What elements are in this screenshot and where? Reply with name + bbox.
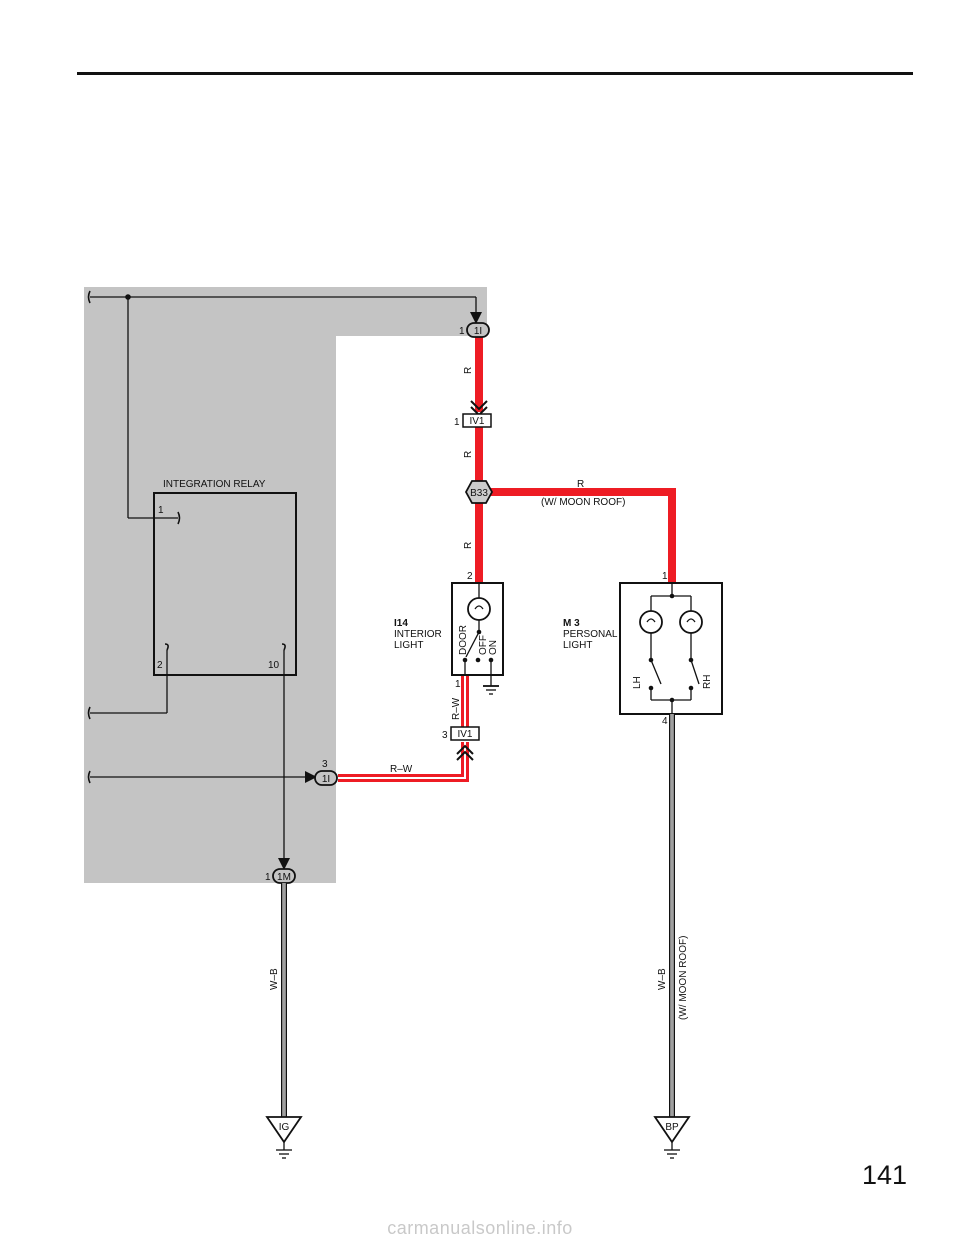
wire-label-rw-horizontal: R–W xyxy=(390,764,413,775)
ground-ig: IG xyxy=(265,1116,303,1159)
personal-light-rh: RH xyxy=(702,675,713,689)
arrow-1i-top xyxy=(470,312,482,324)
arrow-1i-bottom xyxy=(305,771,317,783)
connector-iv1-top-pin: 1 xyxy=(454,417,460,428)
wire-label-rw-vertical: R–W xyxy=(451,697,462,720)
header-rule xyxy=(77,72,913,75)
wire-label-moon-roof-bottom: (W/ MOON ROOF) xyxy=(678,936,689,1020)
connector-1i-top: 1I 1 xyxy=(459,322,490,338)
connector-iv1-bottom-label: IV1 xyxy=(457,729,472,740)
connector-1i-top-label: 1I xyxy=(474,326,482,337)
relay-pin-1: 1 xyxy=(158,505,164,516)
switch-door-label: DOOR xyxy=(458,625,469,655)
ground-ig-label: IG xyxy=(279,1122,290,1133)
connector-iv1-top-label: IV1 xyxy=(469,416,484,427)
connector-1i-bottom: 1I 3 xyxy=(314,759,338,786)
interior-light-code: I14 xyxy=(394,618,408,629)
left-wiring xyxy=(90,296,477,860)
integration-relay-box xyxy=(153,492,297,676)
connector-1i-bottom-pin: 3 xyxy=(322,759,328,770)
personal-light-name-2: LIGHT xyxy=(563,640,592,651)
personal-light-name-1: PERSONAL xyxy=(563,629,618,640)
red-white-wire xyxy=(338,676,469,782)
connector-iv1-top: IV1 1 xyxy=(454,413,492,428)
interior-light-pin-top: 2 xyxy=(467,571,473,582)
watermark: carmanualsonline.info xyxy=(387,1218,573,1238)
personal-light-box xyxy=(619,582,723,715)
personal-light-lh: LH xyxy=(632,676,643,689)
connector-1i-top-pin: 1 xyxy=(459,326,465,337)
red-wires xyxy=(475,336,676,583)
shaded-region xyxy=(84,287,487,883)
wire-label-wb-right: W–B xyxy=(657,968,668,990)
ground-bp-label: BP xyxy=(665,1122,679,1133)
wire-label-r3: R xyxy=(463,542,474,549)
connector-1m-pin: 1 xyxy=(265,872,271,883)
switch-on-label: ON xyxy=(488,640,499,655)
junction-b33: B33 xyxy=(464,480,494,504)
interior-light-name-2: LIGHT xyxy=(394,640,423,651)
connector-iv1-bottom: IV1 3 xyxy=(442,726,480,741)
connector-1i-bottom-label: 1I xyxy=(322,774,330,785)
interior-light-internals xyxy=(464,583,499,695)
arrow-1m xyxy=(278,858,290,870)
personal-light-contacts xyxy=(648,593,694,703)
connector-1m: 1M 1 xyxy=(265,868,296,884)
interior-light-name-1: INTERIOR xyxy=(394,629,442,640)
junction-b33-label: B33 xyxy=(470,488,488,499)
wire-breaks xyxy=(87,290,286,784)
splice-dot xyxy=(125,294,131,300)
relay-pin-2: 2 xyxy=(157,660,163,671)
integration-relay-label: INTEGRATION RELAY xyxy=(163,479,266,490)
interior-light-contacts xyxy=(462,629,494,663)
interior-light-pin-bottom: 1 xyxy=(455,679,461,690)
ground-bp: BP xyxy=(653,1116,691,1159)
wire-label-moon-roof-top: (W/ MOON ROOF) xyxy=(541,497,625,508)
personal-light-pin-bottom: 4 xyxy=(662,716,668,727)
page-number: 141 xyxy=(862,1160,908,1190)
connector-iv1-bottom-pin: 3 xyxy=(442,730,448,741)
connector-1m-label: 1M xyxy=(277,872,291,883)
wire-label-r-branch: R xyxy=(577,479,584,490)
personal-light-internals xyxy=(639,583,703,714)
personal-light-code: M 3 xyxy=(563,618,580,629)
personal-light-pin-top: 1 xyxy=(662,571,668,582)
relay-pin-10: 10 xyxy=(268,660,280,671)
wire-label-wb-left: W–B xyxy=(269,968,280,990)
wire-label-r2: R xyxy=(463,451,474,458)
switch-off-label: OFF xyxy=(478,635,489,655)
wire-label-r1: R xyxy=(463,367,474,374)
